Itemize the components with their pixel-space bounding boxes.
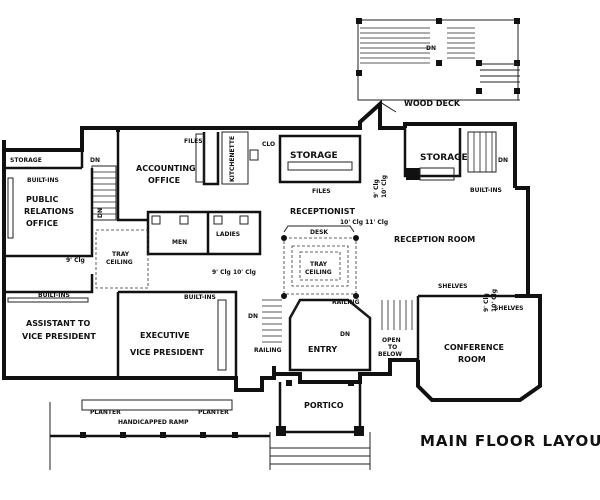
men-label: MEN <box>172 239 187 246</box>
built-ins-exec-label: BUILT-INS <box>184 294 216 301</box>
files-top-label: FILES <box>184 138 203 145</box>
dn-right-label: DN <box>498 157 508 164</box>
storage-right: STORAGE DN BUILT-INS 9' Clg 10' Clg <box>373 128 508 198</box>
dn-vertical-label: DN <box>97 208 104 218</box>
accounting-office: FILES ACCOUNTING OFFICE <box>116 128 220 222</box>
public-relations-office: BUILT-INS PUBLIC RELATIONS OFFICE <box>4 168 94 258</box>
shelves-2-label: SHELVES <box>494 305 524 312</box>
tray-ceiling-left-label-2: CEILING <box>106 259 133 266</box>
clo-label: CLO <box>262 141 275 148</box>
desk-label: DESK <box>310 229 328 236</box>
public-relations-label-1: PUBLIC <box>26 195 59 204</box>
public-relations-label-2: RELATIONS <box>24 207 74 216</box>
entry-label: ENTRY <box>308 345 337 354</box>
open-below-label-2: TO <box>388 344 397 351</box>
ladies-label: LADIES <box>216 231 240 238</box>
deck-dn-label: DN <box>426 45 436 52</box>
conference-label-1: CONFERENCE <box>444 343 504 352</box>
tray-ceiling-left: TRAY CEILING 9' Clg <box>66 229 149 289</box>
executive-label-1: EXECUTIVE <box>140 331 190 340</box>
clg-right-v1: 9' Clg <box>373 179 380 198</box>
clg-recep-mid-label: 9' Clg 10' Clg <box>212 269 256 276</box>
assistant-label-1: ASSISTANT TO <box>26 319 91 328</box>
assistant-label-2: VICE PRESIDENT <box>22 332 96 341</box>
assistant-office: BUILT-INS ASSISTANT TO VICE PRESIDENT <box>4 274 120 378</box>
deck-stairs <box>360 27 475 64</box>
clg-conf-v1: 9' Clg <box>483 293 490 312</box>
entry-stair-left <box>262 299 282 343</box>
entry-stair-right <box>381 300 413 330</box>
planter-left-label: PLANTER <box>90 409 121 416</box>
portico-label: PORTICO <box>304 401 344 410</box>
clg-recep-top-label: 10' Clg 11' Clg <box>340 219 388 226</box>
wood-deck-label: WOOD DECK <box>404 99 461 108</box>
receptionist-label: RECEPTIONIST <box>290 207 355 216</box>
left-stairs: DN <box>91 165 117 221</box>
clg-conf-v2: 10' Clg <box>491 289 498 312</box>
entry-area: DN RAILING RAILING DN ENTRY OPEN TO BEL <box>248 298 413 372</box>
planter-right-label: PLANTER <box>198 409 229 416</box>
accounting-label-2: OFFICE <box>148 176 180 185</box>
tray-ceiling-center-label-1: TRAY <box>310 261 328 268</box>
storage-center-label: STORAGE <box>290 151 338 161</box>
planters-and-ramp: PLANTER PLANTER HANDICAPPED RAMP <box>49 399 270 470</box>
handicapped-ramp-label: HANDICAPPED RAMP <box>118 419 189 426</box>
executive-office: BUILT-INS EXECUTIVE VICE PRESIDENT <box>118 290 238 378</box>
built-ins-right-label: BUILT-INS <box>470 187 502 194</box>
receptionist-area: RECEPTIONIST 10' Clg 11' Clg DESK TRAY C… <box>212 207 388 299</box>
public-relations-label-3: OFFICE <box>26 219 58 228</box>
tray-ceiling-center-label-2: CEILING <box>305 269 332 276</box>
built-ins-pr-label: BUILT-INS <box>38 292 70 299</box>
restrooms: MEN LADIES <box>146 210 262 256</box>
kitchenette: KITCHENETTE CLO <box>221 131 275 185</box>
dn-entry-label: DN <box>340 331 350 338</box>
storage-left: STORAGE DN <box>4 150 100 170</box>
storage-center: STORAGE FILES <box>278 134 362 195</box>
accounting-label-1: ACCOUNTING <box>136 164 196 173</box>
dn-left-label: DN <box>90 157 100 164</box>
tray-ceiling-left-label-1: TRAY <box>112 251 130 258</box>
railing-left-label: RAILING <box>254 347 282 354</box>
wood-deck: DN WOOD DECK <box>356 18 520 113</box>
portico: PORTICO <box>269 380 371 470</box>
built-ins-left-label: BUILT-INS <box>27 177 59 184</box>
open-below-label-1: OPEN <box>382 337 401 344</box>
reception-room: RECEPTION ROOM SHELVES SHELVES 9' Clg 10… <box>394 235 524 360</box>
reception-room-label: RECEPTION ROOM <box>394 235 475 244</box>
dn-stair-label: DN <box>248 313 258 320</box>
open-below-label-3: BELOW <box>378 351 402 358</box>
conference-label-2: ROOM <box>458 355 486 364</box>
files-center-label: FILES <box>312 188 331 195</box>
shelves-1-label: SHELVES <box>438 283 468 290</box>
conference-room: CONFERENCE ROOM <box>444 343 504 364</box>
plan-title: MAIN FLOOR LAYOUT <box>420 432 600 450</box>
clg-right-v2: 10' Clg <box>381 175 388 198</box>
storage-left-label: STORAGE <box>10 157 42 164</box>
clg-left-label: 9' Clg <box>66 257 85 264</box>
executive-label-2: VICE PRESIDENT <box>130 348 204 357</box>
storage-right-label: STORAGE <box>420 153 468 163</box>
kitchenette-label: KITCHENETTE <box>229 136 236 182</box>
right-stairs <box>467 131 497 173</box>
railing-center-label: RAILING <box>332 299 360 306</box>
